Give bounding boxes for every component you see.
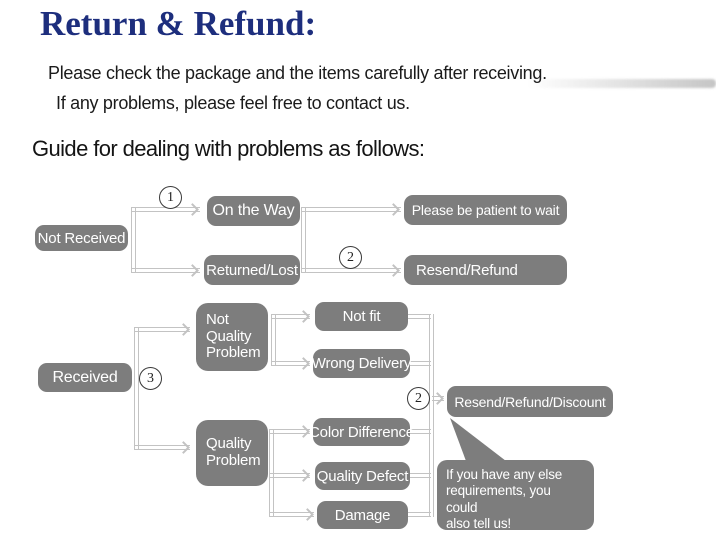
intro-line-1: Please check the package and the items c… xyxy=(48,63,547,83)
node-color-difference: Color Difference xyxy=(309,418,414,446)
arrowhead-damage xyxy=(301,508,314,521)
arrowhead-color-difference xyxy=(297,425,310,438)
node-wrong-delivery: Wrong Delivery xyxy=(312,349,411,378)
node-please-be-patient: Please be patient to wait xyxy=(404,195,567,225)
connector-to-returned-lost xyxy=(131,268,200,273)
connector-to-not-fit xyxy=(271,314,310,319)
node-not-fit: Not fit xyxy=(315,302,408,331)
arrowhead-on-the-way xyxy=(186,203,199,216)
arrowhead-resend-refund xyxy=(387,264,400,277)
node-returned-lost: Returned/Lost xyxy=(204,255,300,285)
step-marker-2-bottom: 2 xyxy=(407,387,430,410)
speech-bubble-note: If you have any else requirements, you c… xyxy=(437,460,594,531)
step-marker-2-bottom-digit: 2 xyxy=(415,390,422,406)
arrowhead-returned-lost xyxy=(186,264,199,277)
connector-to-not-quality-problem xyxy=(134,327,190,332)
node-resend-refund-discount: Resend/Refund/Discount xyxy=(447,386,613,417)
connector-received-split xyxy=(134,327,139,450)
step-marker-2-top: 2 xyxy=(339,246,362,269)
page-title: Return & Refund: xyxy=(40,4,317,43)
step-marker-1-digit: 1 xyxy=(167,189,174,205)
connector-middle-join xyxy=(301,207,306,273)
connector-color-difference-out xyxy=(408,429,431,434)
node-quality-problem: Quality Problem xyxy=(196,420,268,486)
step-marker-2-top-digit: 2 xyxy=(347,249,354,265)
arrowhead-not-quality-problem xyxy=(177,323,190,336)
connector-to-quality-defect xyxy=(269,473,310,478)
arrowhead-please-wait xyxy=(387,203,400,216)
connector-quality-defect-out xyxy=(408,473,431,478)
node-quality-defect: Quality Defect xyxy=(315,462,410,490)
connector-wrong-delivery-out xyxy=(408,361,431,366)
connector-to-quality-problem xyxy=(134,445,190,450)
node-resend-refund: Resend/Refund xyxy=(404,255,567,285)
step-marker-3-digit: 3 xyxy=(147,370,154,386)
node-damage: Damage xyxy=(317,501,408,529)
step-marker-3: 3 xyxy=(139,367,162,390)
node-on-the-way: On the Way xyxy=(207,196,300,226)
arrowhead-quality-defect xyxy=(297,469,310,482)
arrowhead-not-fit xyxy=(297,310,310,323)
arrowhead-quality-problem xyxy=(177,441,190,454)
intro-line-2: If any problems, please feel free to con… xyxy=(56,93,410,113)
connector-not-fit-out xyxy=(406,314,431,319)
connector-damage-out xyxy=(406,512,431,517)
connector-to-color-difference xyxy=(269,429,310,434)
connector-nqp-split xyxy=(271,314,276,366)
node-received: Received xyxy=(38,363,132,392)
connector-to-please-wait xyxy=(301,207,401,212)
connector-to-wrong-delivery xyxy=(271,361,310,366)
node-not-received: Not Received xyxy=(35,225,128,251)
connector-not-received-split xyxy=(131,207,136,273)
speech-bubble-tail xyxy=(450,418,506,461)
node-not-quality-problem: Not Quality Problem xyxy=(196,303,268,371)
image-artifact-streak xyxy=(528,79,716,88)
step-marker-1: 1 xyxy=(159,186,182,209)
connector-to-resend-refund-discount xyxy=(432,396,444,401)
arrowhead-wrong-delivery xyxy=(297,357,310,370)
guide-heading: Guide for dealing with problems as follo… xyxy=(32,136,425,161)
connector-collector-join xyxy=(429,314,434,517)
connector-to-damage xyxy=(269,512,314,517)
